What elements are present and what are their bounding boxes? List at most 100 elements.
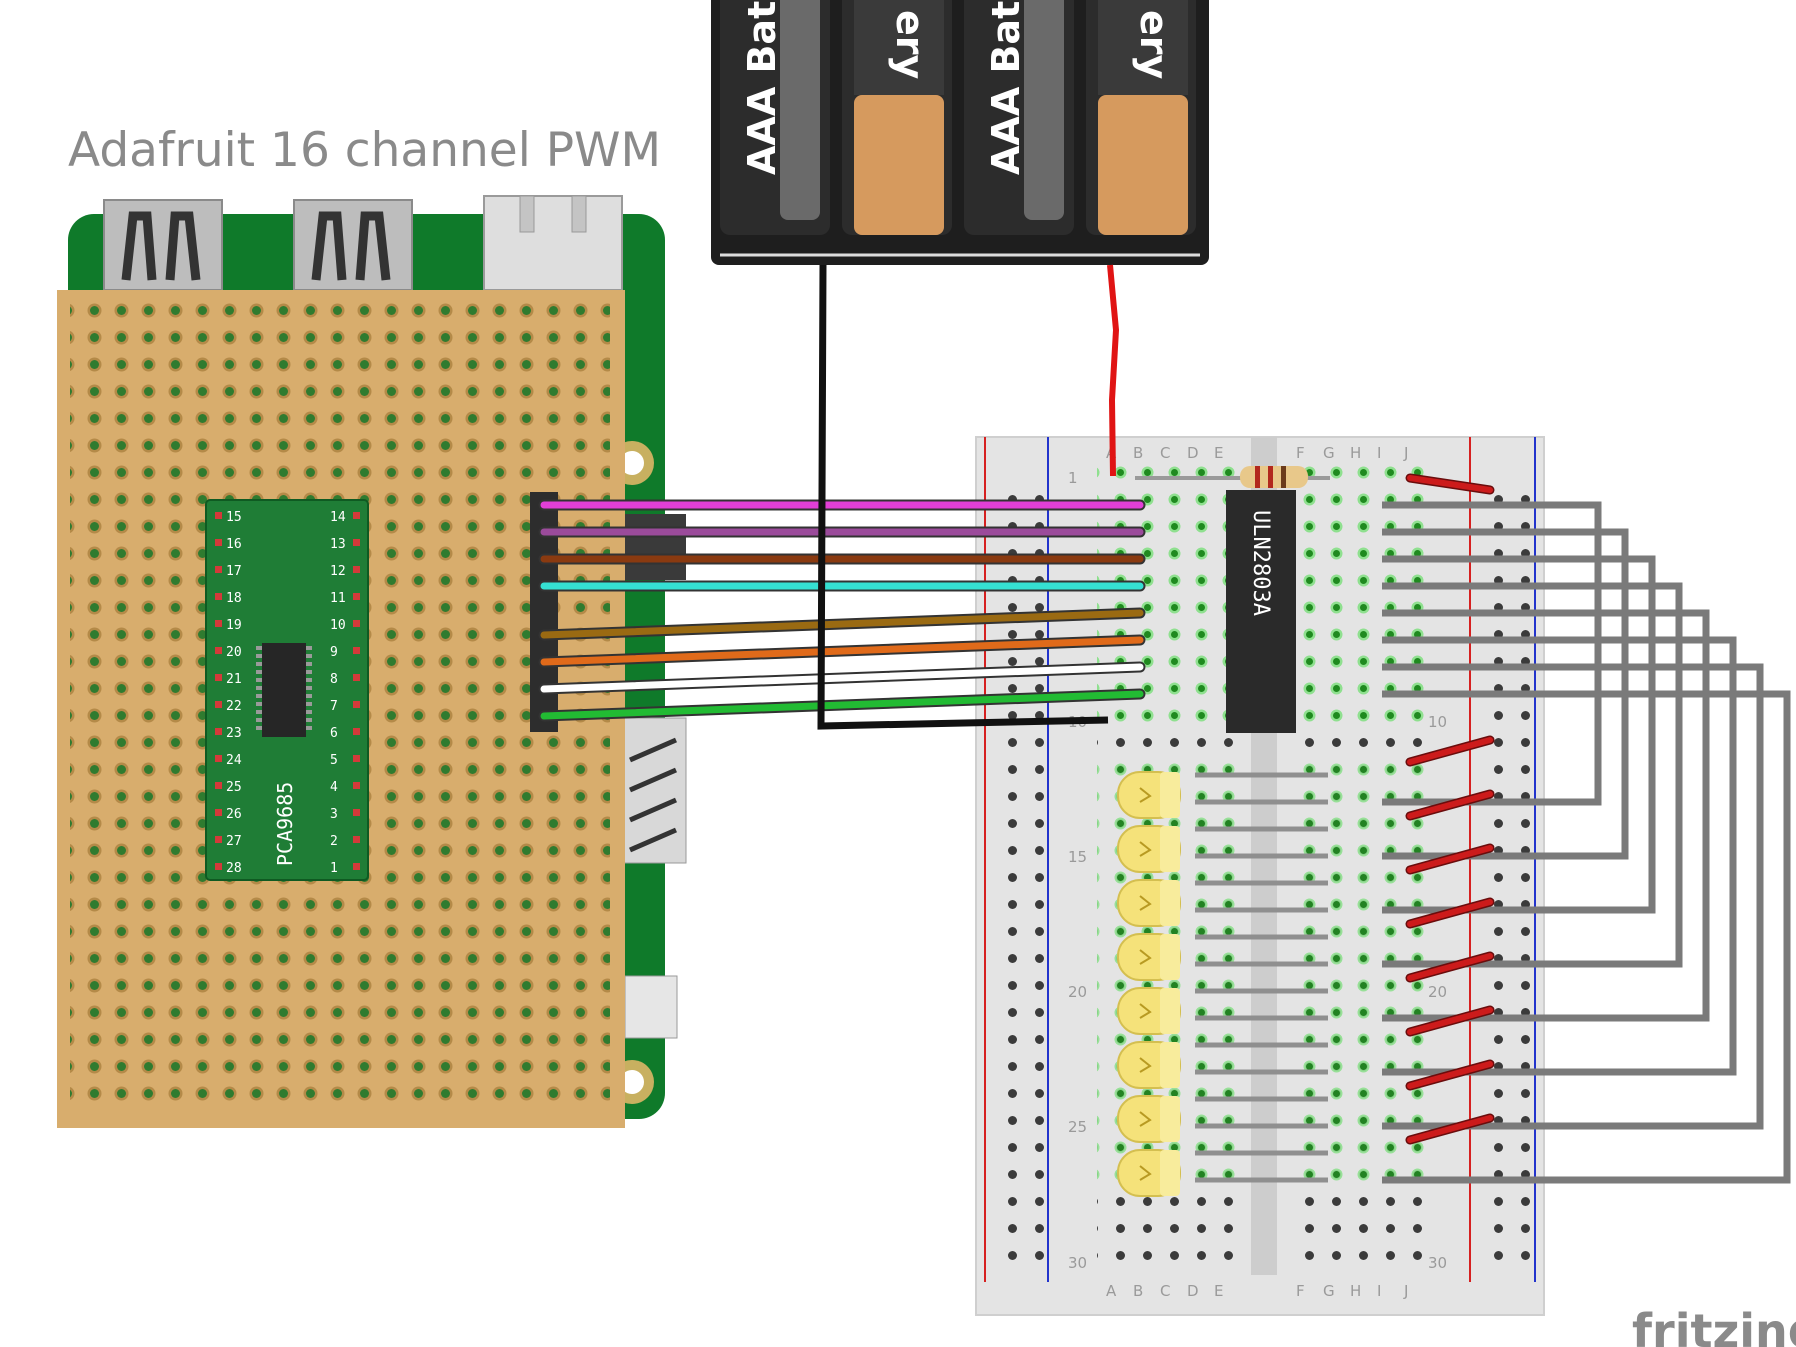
row-number: 15 (1068, 848, 1087, 866)
chip-pin-pad (353, 755, 360, 762)
chip-pin-label: 7 (330, 699, 338, 714)
signal-wire (540, 663, 1144, 693)
row-number: 10 (1428, 713, 1447, 731)
column-label: E (1214, 444, 1223, 462)
column-label: I (1377, 444, 1381, 462)
led (1117, 771, 1181, 819)
chip-pin-label: 18 (226, 591, 242, 606)
chip-pin-pad (215, 755, 222, 762)
chip-pin-pad (215, 809, 222, 816)
battery-black-lead (817, 264, 1109, 730)
battery-cell-label: ery (1132, 10, 1176, 80)
chip-pin-label: 1 (330, 861, 338, 876)
column-label: F (1296, 444, 1305, 462)
chip-pin-label: 2 (330, 834, 338, 849)
chip-pin-pad (215, 728, 222, 735)
red-jumper (1407, 737, 1493, 765)
micro-usb-port (624, 975, 678, 1039)
chip-pin-label: 14 (330, 510, 346, 525)
gray-jumper (1382, 582, 1683, 968)
chip-pin-label: 20 (226, 645, 242, 660)
gray-jumper (1382, 609, 1710, 1022)
chip-pin-label: 15 (226, 510, 242, 525)
battery-cell: AAA Bat (720, 0, 830, 235)
row-number: 25 (1068, 1118, 1087, 1136)
usb-port-2 (293, 199, 413, 291)
battery-cell-label: AAA Bat (740, 1, 784, 175)
red-jumper (1407, 899, 1493, 927)
gray-jumper (1382, 636, 1737, 1076)
signal-wire (540, 636, 1144, 666)
red-jumper (1407, 953, 1493, 981)
chip-pin-pad (353, 782, 360, 789)
chip-pin-pad (353, 512, 360, 519)
chip-pin-label: 6 (330, 726, 338, 741)
diagram-title: Adafruit 16 channel PWM (68, 123, 661, 178)
led (1117, 879, 1181, 927)
chip-pin-pad (215, 566, 222, 573)
chip-pin-label: 9 (330, 645, 338, 660)
column-label: I (1377, 1282, 1381, 1300)
chip-pin-pad (353, 701, 360, 708)
gray-jumper (1382, 555, 1656, 914)
chip-pin-pad (215, 539, 222, 546)
chip-pin-pad (353, 809, 360, 816)
chip-pin-pad (353, 728, 360, 735)
chip-pin-pad (215, 863, 222, 870)
chip-pin-pad (353, 674, 360, 681)
chip-pin-label: 21 (226, 672, 242, 687)
battery-cell-label: ery (888, 10, 932, 80)
chip-pin-label: 12 (330, 564, 346, 579)
chip-pin-pad (353, 566, 360, 573)
red-jumper (1407, 1115, 1493, 1143)
led (1117, 1041, 1181, 1089)
signal-wire (540, 609, 1144, 639)
chip-pin-label: 27 (226, 834, 242, 849)
usb-port-1 (103, 199, 223, 291)
column-label: H (1350, 444, 1361, 462)
chip-pin-label: 4 (330, 780, 338, 795)
chip-pin-label: 24 (226, 753, 242, 768)
chip-pin-label: 5 (330, 753, 338, 768)
red-jumper (1407, 845, 1493, 873)
column-label: F (1296, 1282, 1305, 1300)
uln2803a-ic: ULN2803A (1226, 490, 1296, 733)
column-label: D (1187, 444, 1199, 462)
chip-label: PCA9685 (273, 782, 297, 866)
red-jumper (1407, 1061, 1493, 1089)
red-jumper (1407, 791, 1493, 819)
column-label: H (1350, 1282, 1361, 1300)
chip-pin-pad (353, 647, 360, 654)
row-number: 30 (1068, 1254, 1087, 1272)
chip-pin-pad (215, 701, 222, 708)
chip-pin-label: 25 (226, 780, 242, 795)
chip-pin-label: 11 (330, 591, 346, 606)
chip-pin-label: 19 (226, 618, 242, 633)
chip-pin-pad (215, 647, 222, 654)
gray-jumper (1382, 501, 1602, 806)
column-label: B (1133, 444, 1143, 462)
chip-pin-pad (353, 620, 360, 627)
chip-pin-label: 10 (330, 618, 346, 633)
row-number: 1 (1068, 469, 1078, 487)
column-label: J (1403, 1282, 1408, 1300)
watermark: fritzing (1632, 1304, 1796, 1347)
chip-pin-pad (353, 836, 360, 843)
chip-pin-pad (215, 593, 222, 600)
chip-pin-pad (353, 863, 360, 870)
battery-cell: ery (842, 0, 952, 235)
red-jumper (1407, 475, 1493, 493)
led (1117, 1149, 1181, 1197)
chip-pin-pad (215, 620, 222, 627)
row-number: 20 (1068, 983, 1087, 1001)
chip-pin-label: 17 (226, 564, 242, 579)
ethernet-port (483, 195, 623, 291)
led (1117, 1095, 1181, 1143)
led (1117, 933, 1181, 981)
row-number: 30 (1428, 1254, 1447, 1272)
chip-pin-label: 8 (330, 672, 338, 687)
chip-pin-pad (215, 674, 222, 681)
column-label: D (1187, 1282, 1199, 1300)
